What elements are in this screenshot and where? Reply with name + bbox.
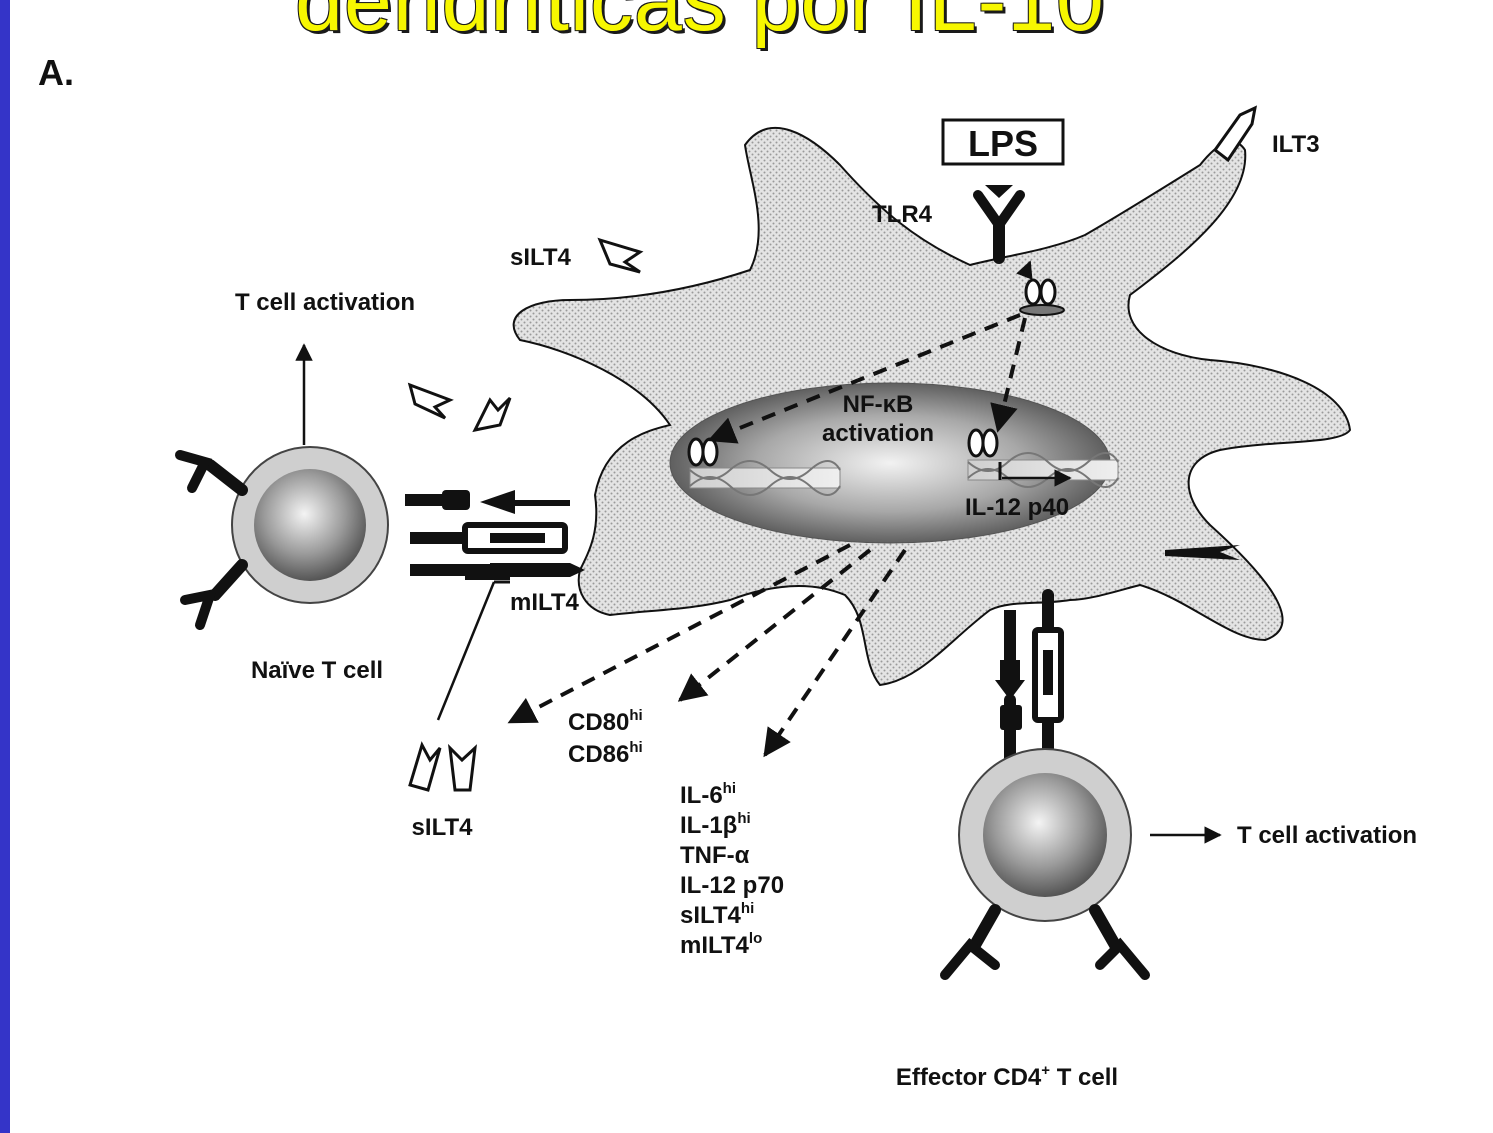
t-cell-activation-right-label: T cell activation [1237,822,1417,849]
dashed-arrow-to-nucleus-right [990,317,1027,433]
milt4-pointer-line [436,581,496,721]
il6-label: IL-6hi [680,780,736,809]
tnfa-label: TNF-α [680,842,750,869]
immune-synapse-left [405,490,585,580]
nfkb-label: NF-κB [843,391,914,418]
cd86-label: CD86hi [568,739,643,768]
silt4-floating-1-icon [407,382,454,420]
effector-t-cell [958,748,1132,922]
panel-label: A. [38,52,74,93]
silt4-floating-2-icon [472,396,512,433]
silt4-bottom-2-icon [447,743,477,792]
milt4-list-label: mILT4lo [680,930,762,959]
lps-box [941,118,1065,166]
ilt3-molecule-icon [1212,105,1258,163]
lps-label: LPS [968,123,1038,164]
tlr4-label: TLR4 [872,201,933,228]
immune-synapse-bottom [995,589,1064,771]
receptor-right-edge-icon [1165,545,1240,560]
tcell-receptor-bottom-right-icon [1089,904,1150,980]
slide-panel: dendríticas por IL-10 A. [10,0,1493,1133]
dendritic-cell-diagram: LPS ILT3 TLR4 sILT4 NF-κB activation IL-… [175,105,1417,1091]
silt4-bottom-label: sILT4 [412,814,474,841]
il1b-label: IL-1βhi [680,810,751,839]
nfkb-complex-left-icon [687,437,719,467]
dashed-arrow-to-cd80 [677,548,872,702]
cd80-label: CD80hi [568,707,643,736]
il12p70-label: IL-12 p70 [680,872,784,899]
slide-title: dendríticas por IL-10 [295,0,1105,49]
ilt3-label: ILT3 [1272,131,1320,158]
dashed-arrow-to-nucleus-left [707,313,1021,444]
dashed-arrow-to-cytokines [763,548,907,758]
nfkb-complex-right-icon [967,428,999,458]
il12p40-label: IL-12 p40 [965,494,1069,521]
effector-t-cell-label: Effector CD4+ T cell [896,1062,1118,1091]
naive-t-cell [231,446,389,604]
nfkb-activation-label: activation [822,420,934,447]
nfkb-complex-membrane-icon [1019,278,1065,316]
silt4-list-label: sILT4hi [680,900,754,929]
tlr4-receptor-icon [973,185,1025,264]
tcell-receptor-left-bottom-icon [180,559,248,630]
silt4-molecule-top-icon [597,237,644,274]
naive-t-cell-label: Naïve T cell [251,657,383,684]
milt4-label: mILT4 [510,589,580,616]
tcell-receptor-bottom-left-icon [940,904,1001,980]
dashed-arrow-to-silt4 [507,543,851,724]
silt4-top-label: sILT4 [510,244,572,271]
silt4-bottom-1-icon [408,741,442,792]
dna-strand-right [967,452,1119,488]
tcell-receptor-left-top-icon [175,450,248,496]
t-cell-activation-left-label: T cell activation [235,289,415,316]
dna-strand-left [689,460,841,496]
